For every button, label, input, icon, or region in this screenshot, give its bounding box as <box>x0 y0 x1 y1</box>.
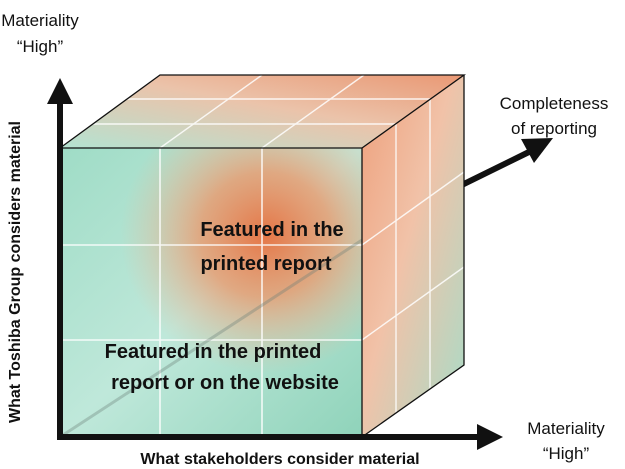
printed-report-label-line2: printed report <box>200 253 331 275</box>
cube-top-face <box>60 75 464 148</box>
y-axis-arrowhead <box>47 78 73 104</box>
x-axis-arrowhead <box>477 424 503 450</box>
diagonal-streak <box>59 238 363 439</box>
cube-edges <box>58 74 467 438</box>
z-axis-label-line2: of reporting <box>511 119 597 138</box>
y-axis-high-label: “High” <box>17 37 64 56</box>
printed-report-region <box>60 148 362 437</box>
website-label-line1: Featured in the printed <box>105 341 322 363</box>
side-grid <box>361 99 465 413</box>
cube-side-face <box>362 75 464 437</box>
z-axis-label-line1: Completeness <box>500 94 609 113</box>
z-axis-arrowhead <box>521 138 553 163</box>
y-axis-materiality-label: Materiality <box>1 11 79 30</box>
x-axis-high-label: “High” <box>543 444 590 463</box>
website-label-line2: report or on the website <box>111 372 339 394</box>
printed-report-label-line1: Featured in the <box>200 219 343 241</box>
y-axis-title: What Toshiba Group considers material <box>7 121 24 423</box>
front-grid <box>60 148 362 437</box>
top-grid <box>93 74 430 149</box>
x-axis-materiality-label: Materiality <box>527 419 605 438</box>
x-axis-title: What stakeholders consider material <box>140 451 419 468</box>
